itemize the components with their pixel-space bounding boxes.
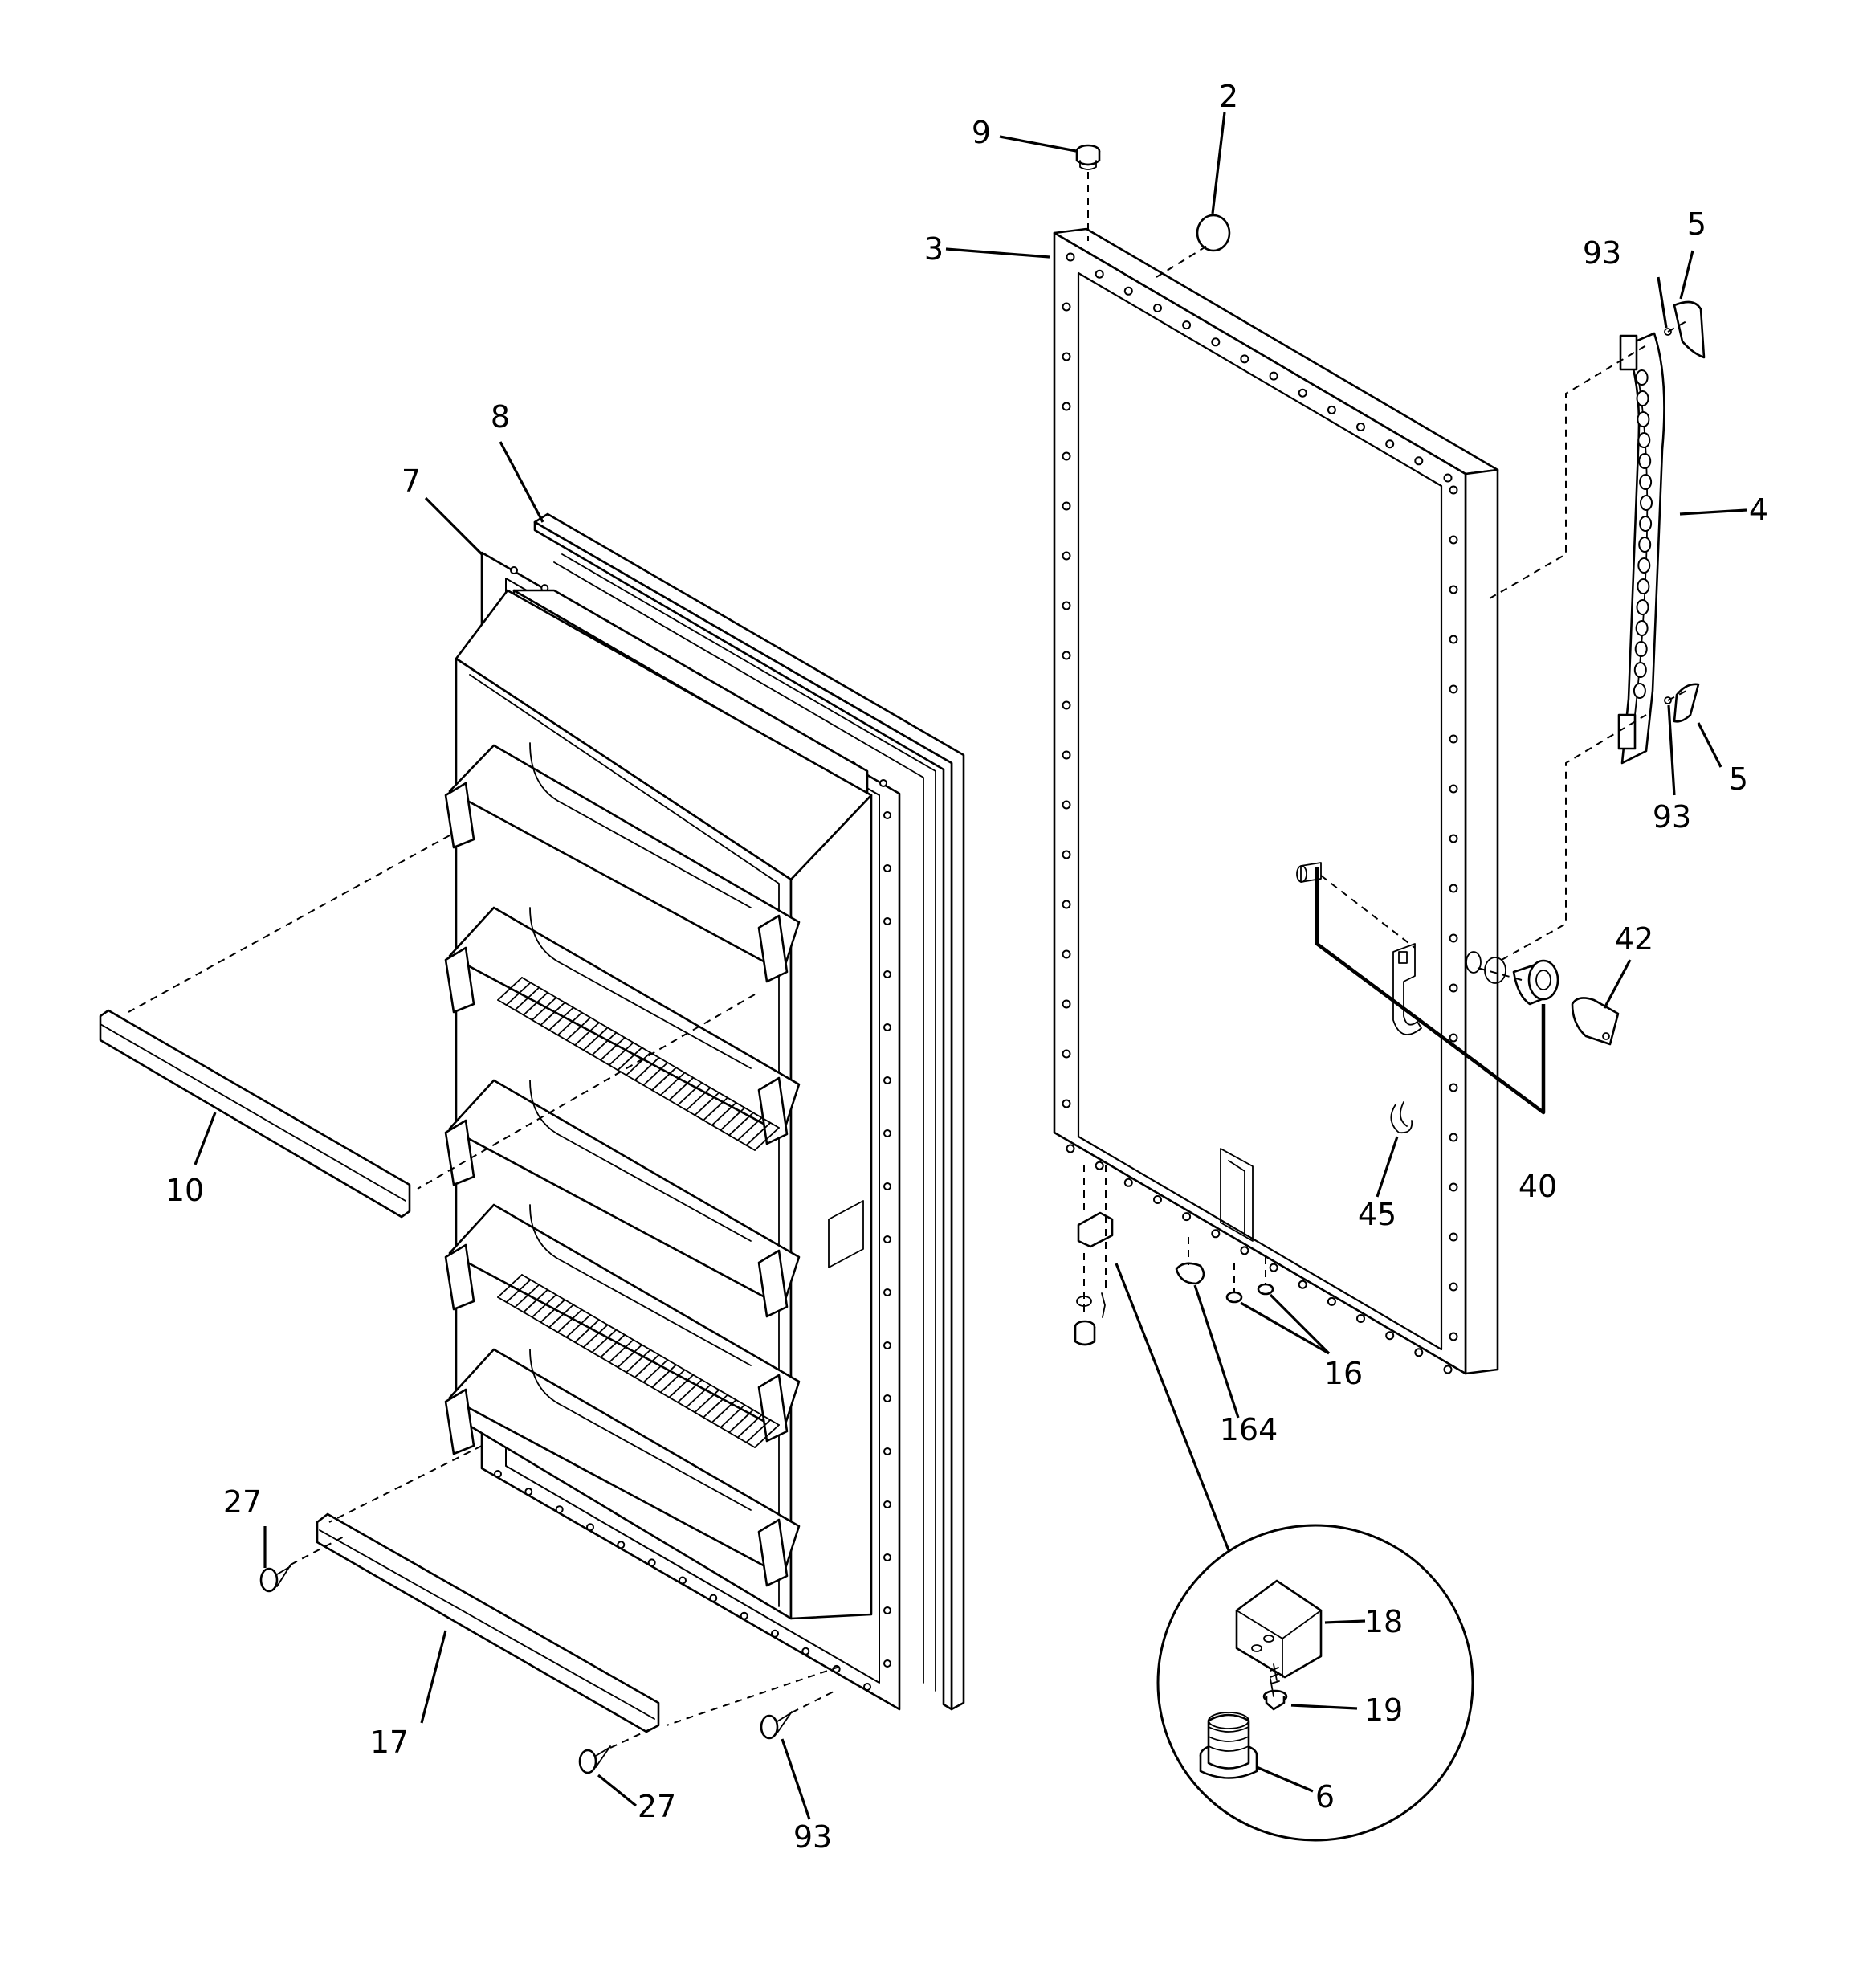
callout-7: 7	[402, 463, 421, 499]
gasket-plug	[1196, 214, 1231, 252]
callout-93-liner: 93	[793, 1819, 832, 1855]
shelf-1	[444, 742, 801, 983]
callout-8: 8	[491, 399, 510, 435]
callout-5-bottom: 5	[1729, 761, 1748, 797]
callout-4: 4	[1749, 492, 1768, 528]
outer-door-panel	[1053, 227, 1499, 1375]
rail-screws	[259, 1564, 793, 1774]
shelf-rail-upper	[99, 1009, 411, 1219]
leader-lines	[194, 112, 1747, 1820]
callout-42: 42	[1615, 921, 1653, 957]
callout-10: 10	[165, 1173, 204, 1208]
hinge-bushing-detail	[1199, 1712, 1258, 1779]
handle-end-cap-bottom	[1673, 683, 1700, 723]
assembly-lines	[128, 172, 1687, 1749]
shelf-grill-2	[497, 977, 780, 1151]
callout-40: 40	[1519, 1169, 1557, 1204]
lock-key	[1571, 997, 1620, 1046]
callout-18: 18	[1364, 1604, 1403, 1639]
callout-93-top: 93	[1583, 235, 1621, 271]
shelf-5	[444, 1348, 801, 1587]
door-handle	[1617, 332, 1665, 765]
hinge-detail-inset	[1115, 1263, 1474, 1842]
shelf-4	[444, 1203, 801, 1448]
handle-end-cap-top	[1673, 300, 1706, 359]
door-stop	[1175, 1262, 1205, 1285]
callout-5-top: 5	[1687, 206, 1706, 242]
callout-164: 164	[1220, 1412, 1278, 1447]
handle-grip-ridges	[1633, 369, 1653, 699]
callout-93-bottom: 93	[1653, 799, 1691, 835]
callout-27-left: 27	[223, 1484, 262, 1520]
panel-fastener-holes	[1062, 252, 1458, 1374]
callout-labels: 2 3 4 5 5 6 7 8 9 10 16 17 18 19 27 27 4…	[165, 79, 1768, 1855]
callout-2: 2	[1219, 79, 1238, 114]
shelf-grill-4	[497, 1274, 780, 1448]
handle-screws	[1664, 328, 1672, 704]
door-gasket	[533, 512, 965, 1711]
callout-6: 6	[1315, 1779, 1335, 1815]
plug-buttons	[1225, 1283, 1274, 1304]
callout-16: 16	[1324, 1356, 1363, 1391]
callout-19: 19	[1364, 1692, 1403, 1728]
bottom-hinge-bracket-detail	[1235, 1579, 1323, 1679]
callout-3: 3	[924, 231, 944, 267]
callout-9: 9	[972, 115, 991, 150]
lock-kit	[1484, 957, 1559, 1006]
bottom-hinge-parts	[1074, 1211, 1114, 1346]
shelf-rail-lower	[316, 1512, 660, 1733]
callout-45: 45	[1358, 1197, 1396, 1232]
hinge-screw-detail	[1262, 1663, 1288, 1711]
top-hinge-bushing	[1075, 144, 1101, 170]
shelf-2	[444, 906, 801, 1151]
callout-17: 17	[370, 1725, 409, 1760]
callout-27-right: 27	[638, 1789, 676, 1824]
